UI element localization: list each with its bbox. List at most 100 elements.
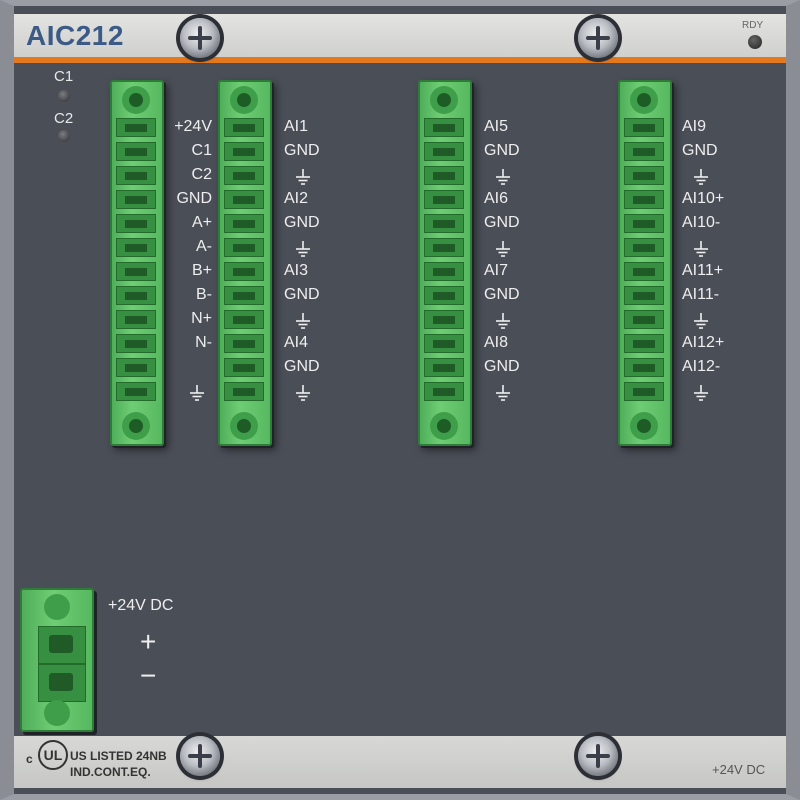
terminal-slot[interactable] xyxy=(116,118,156,137)
power-label: +24V DC xyxy=(108,597,174,614)
terminal-slot[interactable] xyxy=(624,382,664,401)
terminal-slot[interactable] xyxy=(116,286,156,305)
terminal-slot[interactable] xyxy=(224,238,264,257)
ground-icon xyxy=(494,384,512,402)
power-slot-plus[interactable] xyxy=(38,626,86,664)
screw-icon[interactable] xyxy=(578,18,618,58)
terminal-slot[interactable] xyxy=(624,166,664,185)
terminal-slot[interactable] xyxy=(224,334,264,353)
terminal-label: N+ xyxy=(191,310,212,327)
plus-symbol: + xyxy=(140,626,157,657)
terminal-slot[interactable] xyxy=(116,190,156,209)
terminal-slot[interactable] xyxy=(224,214,264,233)
screw-icon[interactable] xyxy=(180,736,220,776)
screw-icon[interactable] xyxy=(578,736,618,776)
terminal-label: AI3 xyxy=(284,262,309,279)
bottom-power-label: +24V DC xyxy=(712,762,766,777)
ground-icon xyxy=(294,240,312,258)
mount-hole-icon xyxy=(430,412,458,440)
terminal-label: GND xyxy=(484,214,520,231)
terminal-slot[interactable] xyxy=(624,142,664,161)
ground-icon xyxy=(294,312,312,330)
ground-icon xyxy=(294,168,312,186)
mount-hole-icon xyxy=(44,700,70,726)
terminal-slot[interactable] xyxy=(624,358,664,377)
terminal-slot[interactable] xyxy=(624,334,664,353)
led-c1-icon xyxy=(58,90,70,102)
terminal-label: C2 xyxy=(191,166,212,183)
terminal-slot[interactable] xyxy=(224,262,264,281)
terminal-slot[interactable] xyxy=(224,118,264,137)
terminal-slot[interactable] xyxy=(424,214,464,233)
terminal-label: B+ xyxy=(191,262,212,279)
terminal-slot[interactable] xyxy=(424,334,464,353)
cert-text: US LISTED 24NB IND.CONT.EQ. xyxy=(70,748,167,780)
terminal-slot[interactable] xyxy=(116,142,156,161)
terminal-slot[interactable] xyxy=(624,262,664,281)
terminal-label: AI10- xyxy=(682,214,721,231)
terminal-slot[interactable] xyxy=(224,358,264,377)
terminal-slot[interactable] xyxy=(116,262,156,281)
terminal-slot[interactable] xyxy=(224,142,264,161)
terminal-slot[interactable] xyxy=(624,118,664,137)
terminal-slot[interactable] xyxy=(116,334,156,353)
terminal-block-1[interactable] xyxy=(110,80,164,446)
terminal-block-3[interactable] xyxy=(418,80,472,446)
terminal-slot[interactable] xyxy=(424,142,464,161)
cert-line-1: US LISTED 24NB xyxy=(70,749,167,763)
terminal-slot[interactable] xyxy=(116,214,156,233)
terminal-label: AI5 xyxy=(484,118,509,135)
terminal-slot[interactable] xyxy=(624,310,664,329)
terminal-label: AI2 xyxy=(284,190,309,207)
terminal-label: GND xyxy=(284,358,320,375)
terminal-block-4[interactable] xyxy=(618,80,672,446)
terminal-label: GND xyxy=(284,142,320,159)
terminal-label: +24V xyxy=(174,118,212,135)
terminal-slot[interactable] xyxy=(424,286,464,305)
terminal-label: GND xyxy=(484,358,520,375)
terminal-label: AI12+ xyxy=(682,334,725,351)
terminal-slot[interactable] xyxy=(116,166,156,185)
terminal-slot[interactable] xyxy=(424,190,464,209)
power-slot-minus[interactable] xyxy=(38,664,86,702)
terminal-slot[interactable] xyxy=(116,382,156,401)
terminal-slot[interactable] xyxy=(424,310,464,329)
screw-icon[interactable] xyxy=(180,18,220,58)
terminal-slot[interactable] xyxy=(224,310,264,329)
terminal-slot[interactable] xyxy=(116,358,156,377)
ground-icon xyxy=(294,384,312,402)
terminal-slot[interactable] xyxy=(224,286,264,305)
terminal-slot[interactable] xyxy=(224,166,264,185)
power-connector[interactable] xyxy=(20,588,94,732)
ground-icon xyxy=(188,384,206,402)
rdy-label: RDY xyxy=(742,20,764,31)
terminal-label: AI9 xyxy=(682,118,707,135)
terminal-block-2[interactable] xyxy=(218,80,272,446)
terminal-slot[interactable] xyxy=(624,214,664,233)
terminal-slot[interactable] xyxy=(424,262,464,281)
terminal-slot[interactable] xyxy=(624,286,664,305)
terminal-slot[interactable] xyxy=(424,358,464,377)
mount-hole-icon xyxy=(630,86,658,114)
terminal-label: AI11- xyxy=(682,286,720,303)
minus-symbol: − xyxy=(140,660,157,691)
mount-hole-icon xyxy=(122,86,150,114)
terminal-label: GND xyxy=(176,190,212,207)
terminal-slot[interactable] xyxy=(424,118,464,137)
terminal-label: AI1 xyxy=(284,118,309,135)
terminal-label: C1 xyxy=(191,142,212,159)
terminal-slot[interactable] xyxy=(624,190,664,209)
terminal-slot[interactable] xyxy=(224,382,264,401)
terminal-slot[interactable] xyxy=(116,238,156,257)
cert-prefix: c xyxy=(26,752,33,766)
terminal-slot[interactable] xyxy=(424,238,464,257)
terminal-slot[interactable] xyxy=(224,190,264,209)
terminal-label: AI6 xyxy=(484,190,509,207)
terminal-slot[interactable] xyxy=(624,238,664,257)
terminal-slot[interactable] xyxy=(424,166,464,185)
terminal-slot[interactable] xyxy=(424,382,464,401)
ground-icon xyxy=(692,312,710,330)
terminal-label: GND xyxy=(284,286,320,303)
terminal-slot[interactable] xyxy=(116,310,156,329)
terminal-label: A- xyxy=(196,238,212,255)
